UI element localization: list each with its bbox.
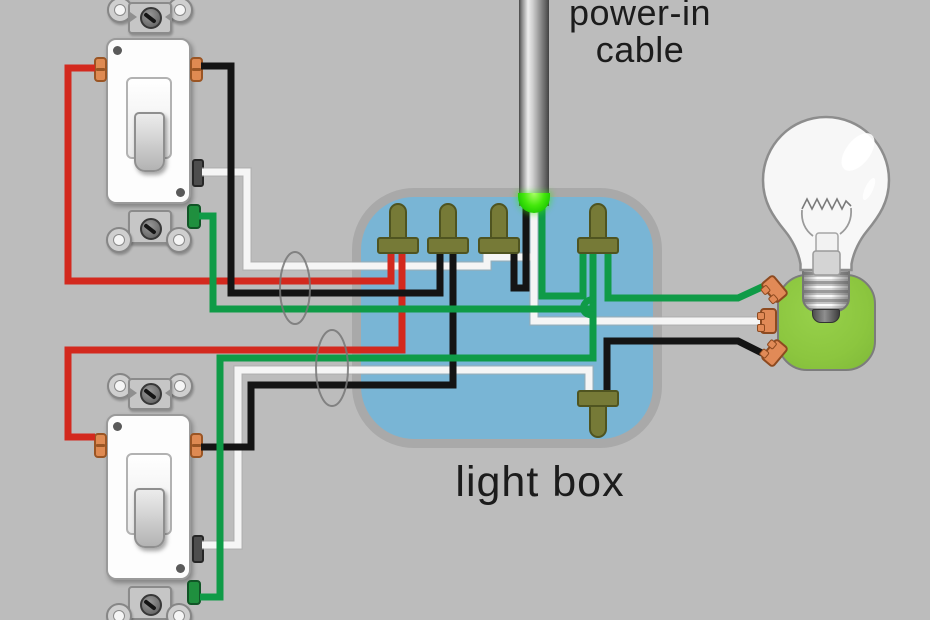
cable-clamp-bottom — [577, 390, 619, 442]
body-dot — [176, 564, 185, 573]
toggle-handle[interactable] — [134, 112, 165, 172]
glass-highlight — [841, 133, 875, 171]
white-power-to-bulb — [530, 205, 764, 325]
brass-terminal-left — [94, 433, 107, 458]
red-switch1-to-clamp1 — [64, 64, 395, 285]
black-switch2-to-clamp2 — [201, 250, 457, 451]
green-switch2-to-clamp4 — [200, 250, 597, 601]
plate-notch — [165, 12, 172, 22]
mount-ear — [166, 227, 192, 253]
plate-notch — [130, 12, 137, 22]
clamp-bar — [577, 237, 619, 254]
clamp-stem — [490, 203, 508, 241]
clamp-bar — [427, 237, 469, 254]
toggle-switch-2 — [92, 372, 300, 620]
black-power-to-clamp3 — [510, 204, 530, 292]
light-box-label: light box — [455, 458, 625, 506]
clamp-bar — [577, 390, 619, 407]
body-dot — [113, 46, 122, 55]
black-bottom-clamp-to-bulb — [603, 337, 766, 394]
glass-highlight — [862, 177, 876, 201]
filament-zigzag — [801, 197, 852, 211]
bulb-glass — [761, 115, 891, 276]
white-switch2-to-bottom-clamp — [202, 366, 593, 549]
cable-sheath-ellipse — [315, 329, 349, 407]
cable-clamp-2 — [427, 203, 469, 255]
mount-screw-icon — [140, 218, 162, 240]
clamp-bar — [377, 237, 419, 254]
cable-sheath-ellipse — [279, 251, 311, 325]
clamp-stem — [439, 203, 457, 241]
clamp-bar — [478, 237, 520, 254]
filament-stem — [800, 209, 814, 237]
white-switch1-to-powerwhite — [202, 168, 533, 270]
black-switch1-to-clamp2 — [201, 62, 444, 297]
toggle-handle[interactable] — [134, 488, 165, 548]
plate-notch — [130, 388, 137, 398]
power-in-cable — [519, 0, 549, 206]
mount-screw-icon — [140, 7, 162, 29]
green-power-to-clamp4 — [538, 204, 587, 300]
clamp-stem — [589, 203, 607, 241]
power-label-line1: power-in — [568, 0, 712, 33]
green-switch1-to-junction — [199, 212, 590, 313]
ground-wire-curl — [580, 295, 597, 319]
ground-screw — [187, 580, 201, 605]
body-dot — [113, 422, 122, 431]
cable-clamp-1 — [377, 203, 419, 255]
bulb-collar — [812, 250, 841, 276]
red-switch2-to-clamp1 — [64, 250, 406, 441]
bulb-contact-tip — [812, 309, 840, 323]
body-dot — [176, 188, 185, 197]
green-clamp4-to-bulb — [604, 250, 766, 302]
plate-notch — [165, 388, 172, 398]
mount-ear — [166, 603, 192, 620]
toggle-switch-1 — [92, 0, 300, 258]
socket-terminal-neutral — [757, 308, 777, 334]
mount-ear — [107, 0, 133, 23]
cable-entry-glow — [518, 193, 550, 213]
power-label-line2: cable — [595, 29, 685, 70]
filament-stem — [839, 207, 853, 235]
mount-ear — [106, 227, 132, 253]
cable-clamp-4 — [577, 203, 619, 255]
mount-screw-icon — [140, 383, 162, 405]
clamp-stem — [589, 404, 607, 438]
cable-clamp-3 — [478, 203, 520, 255]
mount-screw-icon — [140, 594, 162, 616]
clamp-stem — [389, 203, 407, 241]
power-in-cable-label: power-in cable — [550, 0, 730, 68]
mount-ear — [106, 603, 132, 620]
